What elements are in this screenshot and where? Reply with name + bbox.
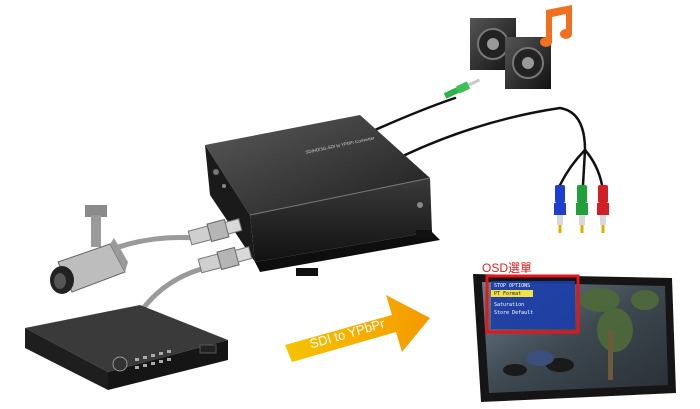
bnc-connector-icon [187, 218, 253, 274]
converter-box [205, 115, 440, 276]
osd-menu-header: STOP OPTIONS [494, 283, 531, 289]
osd-menu-item-saturation[interactable]: Saturation [494, 302, 525, 308]
osd-menu-item-pt-format[interactable]: PT Format [494, 291, 522, 297]
direction-arrow [285, 295, 430, 362]
osd-label: OSD選單 [482, 261, 533, 275]
music-note-icon [540, 5, 572, 47]
osd-menu-item-store-default[interactable]: Store Default [494, 310, 534, 316]
osd-menu [485, 274, 580, 334]
dvr-recorder-icon [25, 305, 228, 390]
rca-plugs-icon [554, 185, 609, 233]
cctv-camera-icon [50, 205, 128, 294]
audio-jack-icon [443, 78, 481, 99]
speakers-icon [470, 18, 551, 89]
